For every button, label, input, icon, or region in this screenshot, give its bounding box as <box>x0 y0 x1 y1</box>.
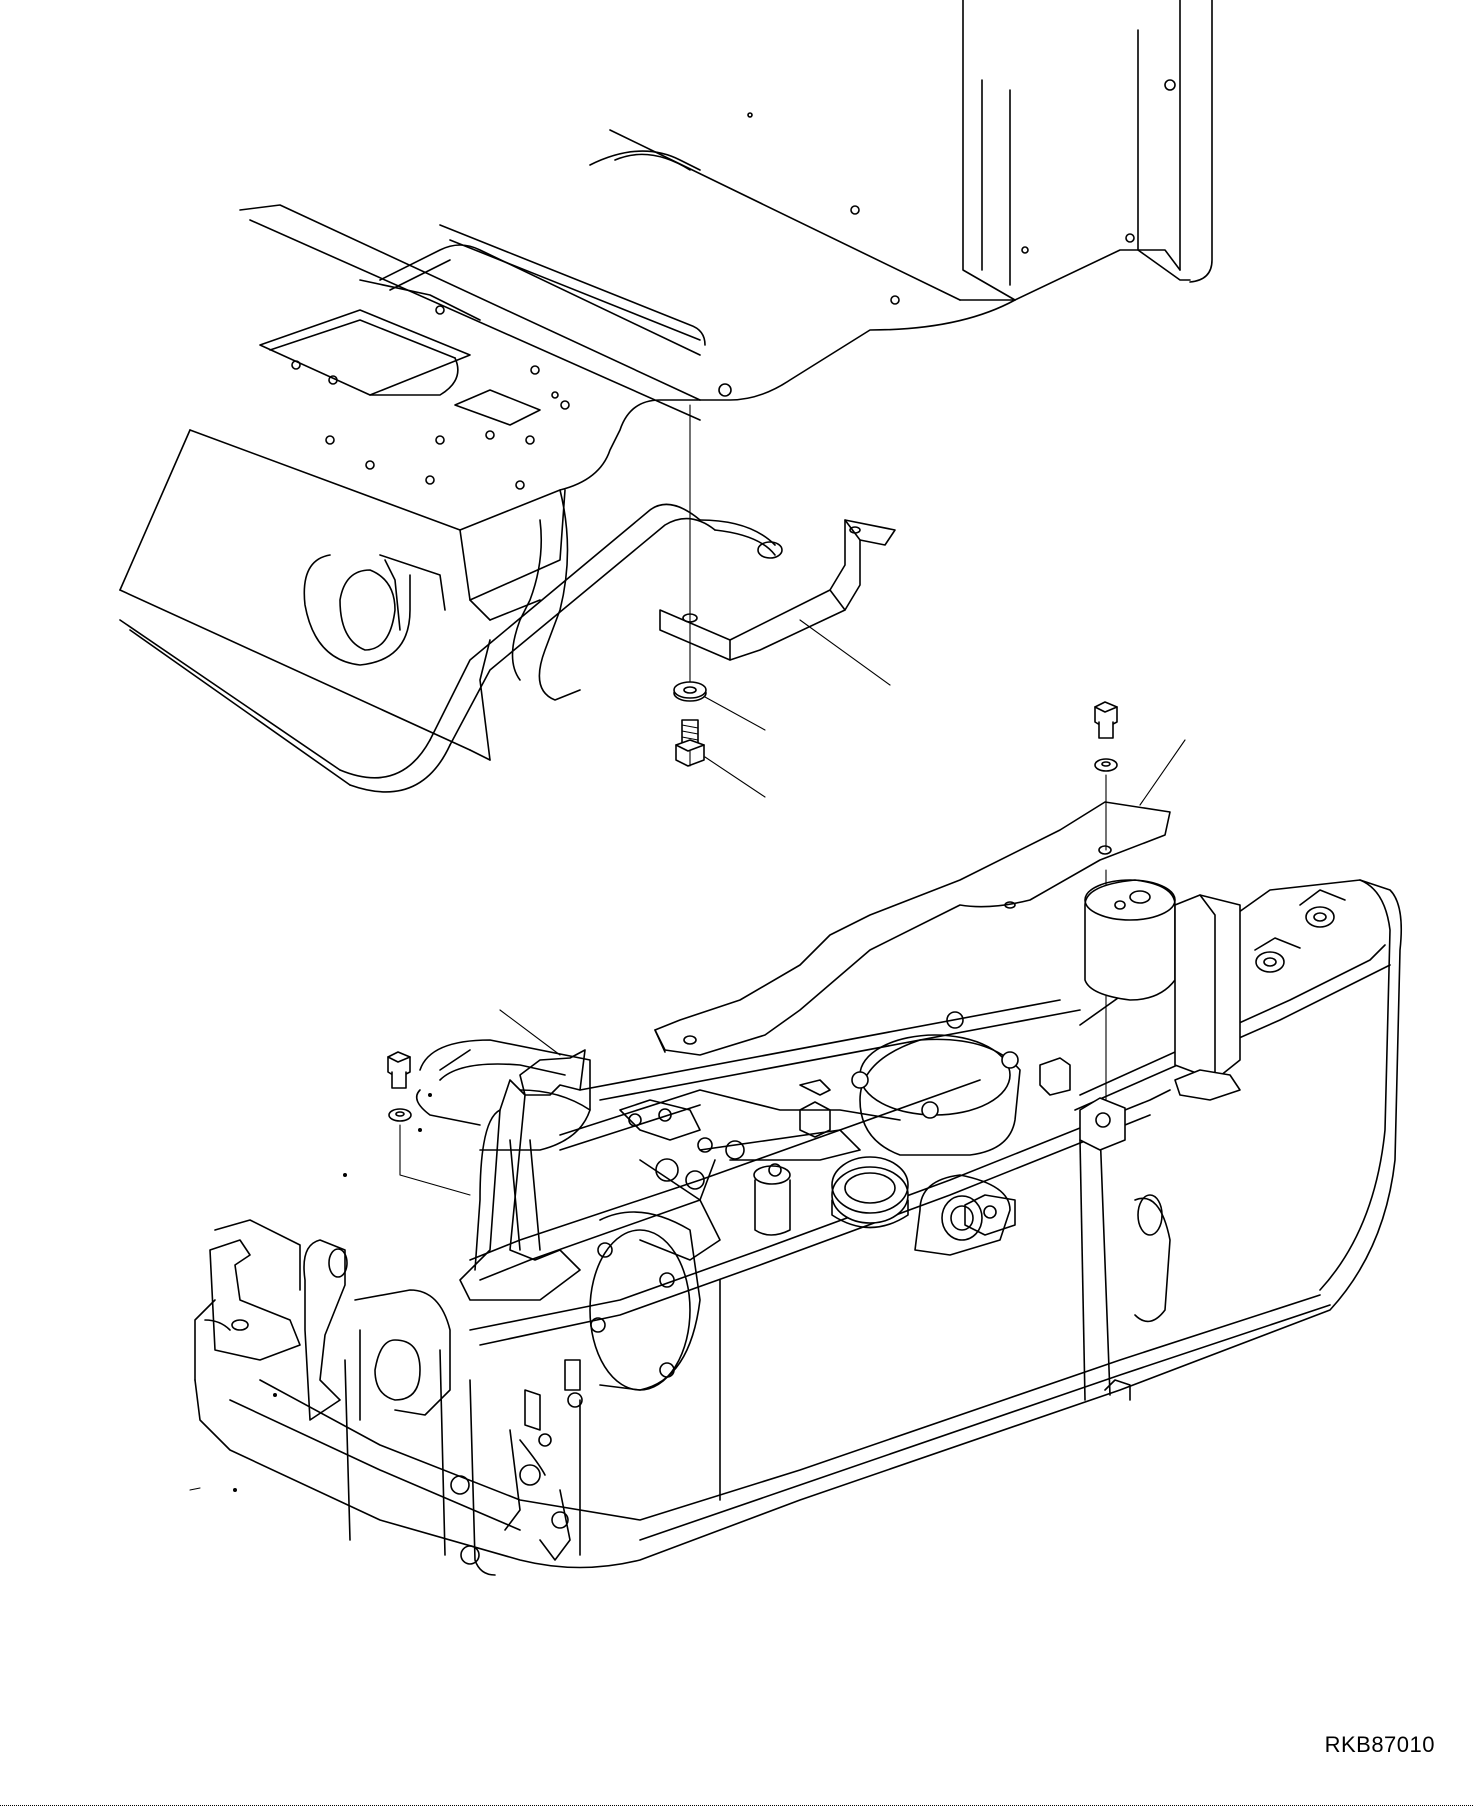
plate-holes <box>291 112 1135 490</box>
left-bolt <box>387 1051 471 1196</box>
bent-bracket <box>659 519 896 686</box>
bottom-border-line <box>0 1805 1473 1806</box>
bolt <box>675 719 766 798</box>
counterweight-rear-frame <box>194 879 1403 1576</box>
drawing-code-label: RKB87010 <box>1324 1732 1435 1757</box>
washer <box>673 681 766 731</box>
upper-frame-floor-plate <box>119 0 1213 793</box>
long-cover-plate <box>654 739 1186 1056</box>
